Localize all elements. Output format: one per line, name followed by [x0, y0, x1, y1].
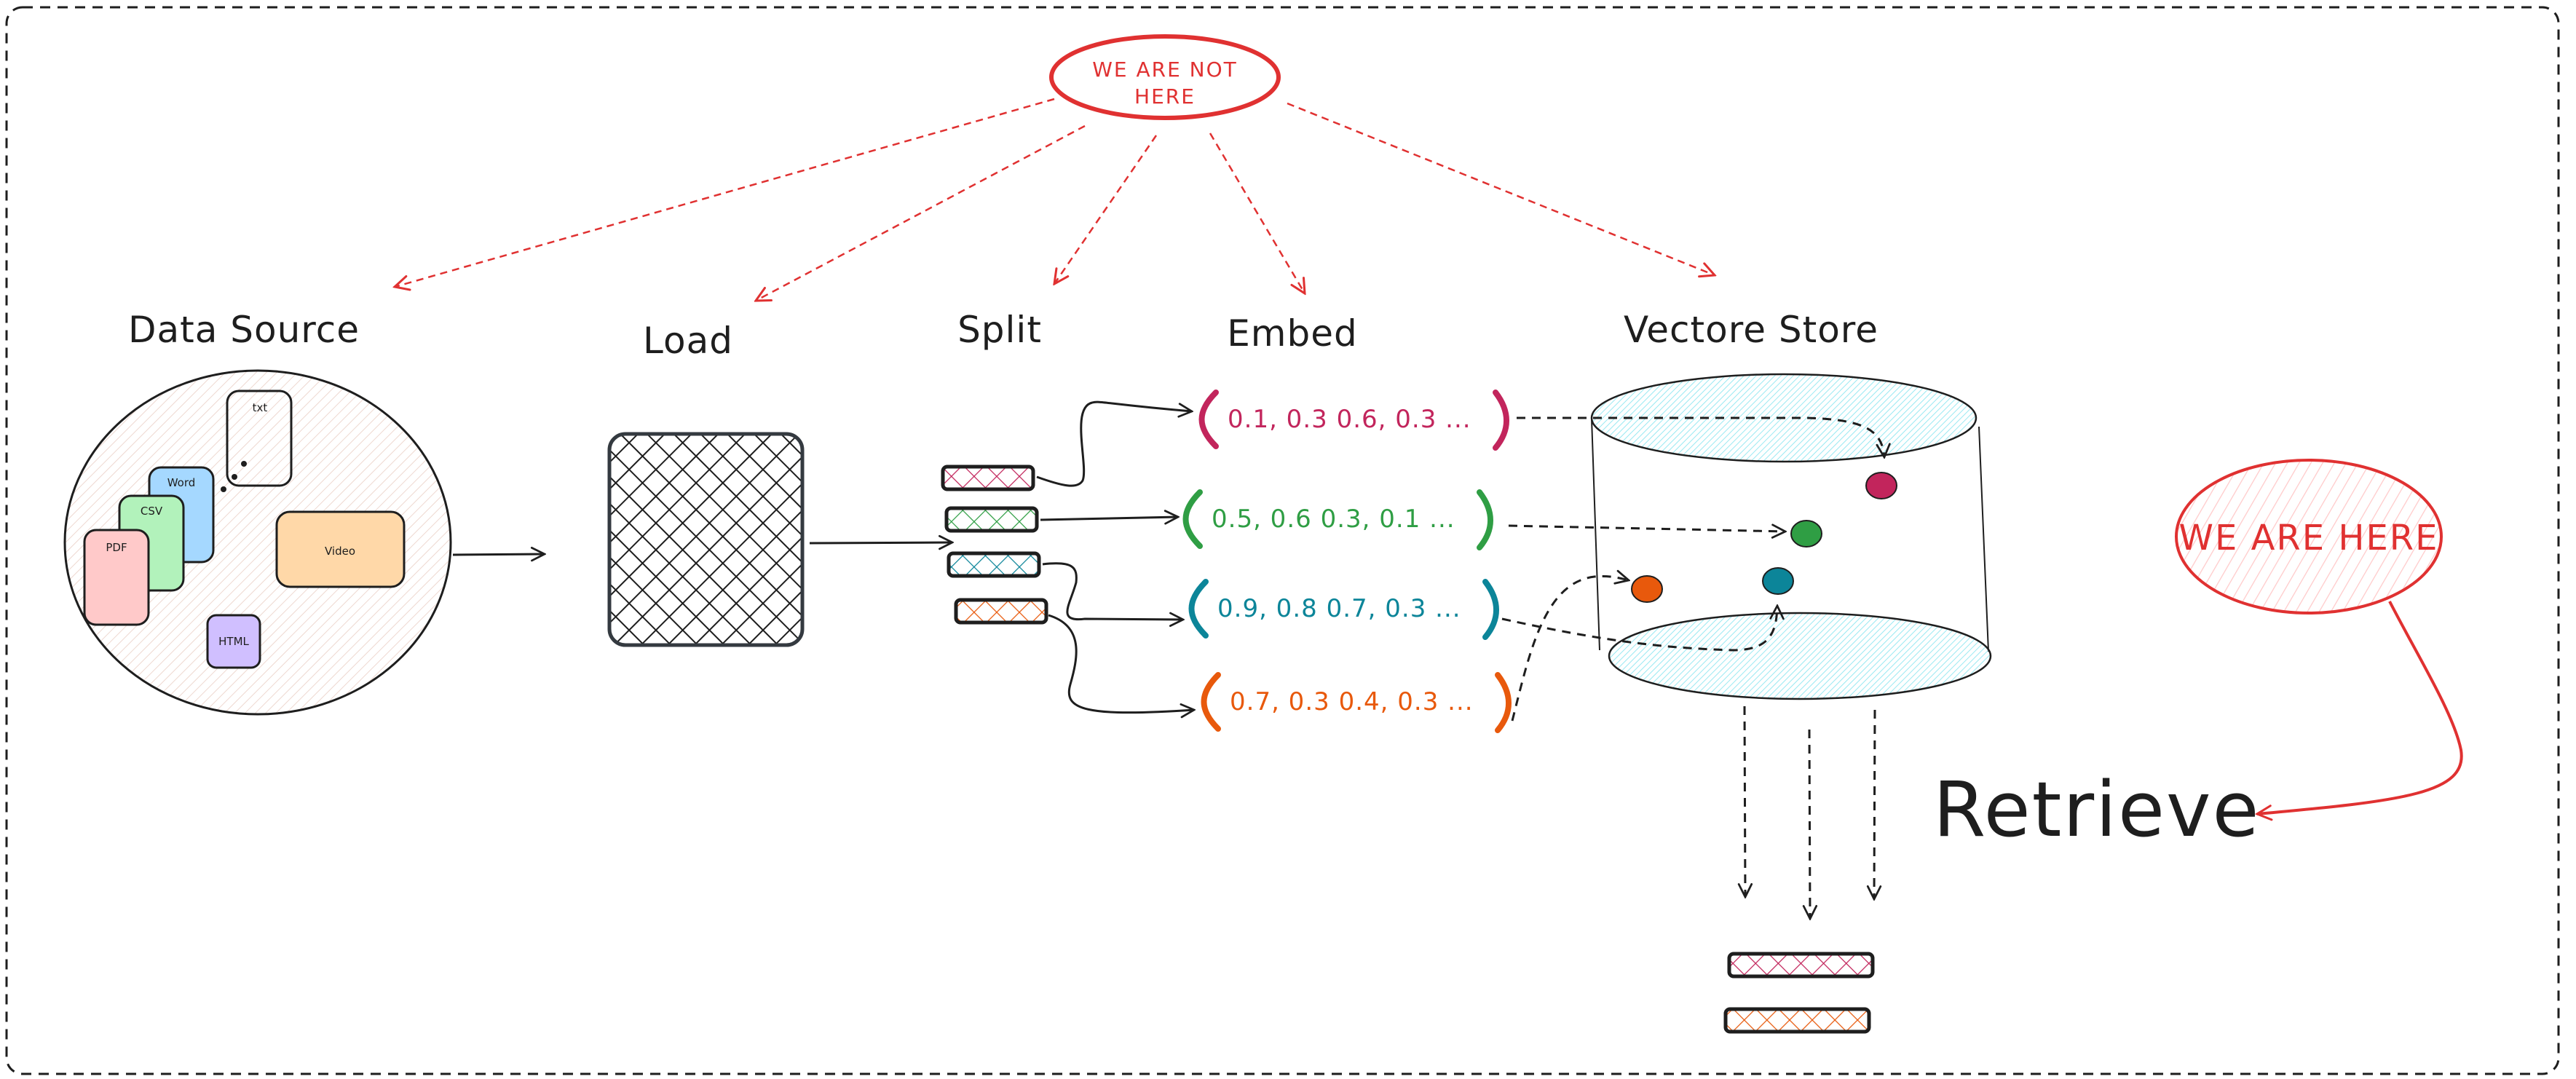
arrow-to-embed: [1209, 133, 1305, 293]
split-chunks: [941, 465, 1048, 625]
embedding-vectors: 0.1, 0.3 0.6, 0.3 ... 0.5, 0.6 0.3, 0.1 .…: [1182, 390, 1512, 733]
video-source-icon: [275, 510, 406, 588]
stage-title-retrieve: Retrieve: [1933, 765, 2261, 854]
embedding-values: 0.7, 0.3 0.4, 0.3 ...: [1230, 687, 1474, 716]
not-here-callout: WE ARE NOT HERE: [1049, 34, 1281, 120]
text-chunk-green: [944, 506, 1039, 533]
txt-label: txt: [253, 401, 268, 414]
arrow-chunk-teal-to-embedding: [1042, 562, 1183, 620]
pdf-label: PDF: [106, 541, 127, 554]
embedding-values: 0.5, 0.6 0.3, 0.1 ...: [1212, 505, 1455, 534]
open-bracket: [1198, 390, 1219, 449]
not-here-arrows: [395, 98, 1715, 301]
here-label: WE ARE HERE: [2179, 518, 2439, 558]
text-chunk-orange: [954, 598, 1048, 625]
close-bracket: [1477, 489, 1493, 550]
pdf-document-icon: [83, 529, 150, 626]
cylinder-bottom: [1608, 612, 1992, 700]
ellipsis-dot: [221, 486, 226, 492]
retrieve-arrow-right: [1874, 709, 1875, 899]
stored-vector-dot-pink: [1865, 472, 1897, 499]
here-callout: WE ARE HERE: [2175, 459, 2443, 614]
stage-title-data-source: Data Source: [128, 309, 360, 351]
arrow-to-split: [1054, 135, 1158, 284]
arrow-pink-embedding-to-store: [1517, 416, 1884, 457]
text-chunk-teal: [947, 551, 1041, 578]
csv-label: CSV: [141, 505, 163, 518]
data-source-circle: [63, 369, 452, 716]
embedding-vector-pink: 0.1, 0.3 0.6, 0.3 ...: [1198, 390, 1509, 451]
outer-frame: [5, 6, 2560, 1075]
text-chunk-pink: [941, 465, 1035, 491]
cylinder-right-side: [1978, 426, 1989, 652]
stage-title-embed: Embed: [1227, 312, 1358, 355]
stage-title-load: Load: [643, 320, 733, 362]
arrow-source-to-load: [452, 554, 545, 555]
arrow-green-embedding-to-store: [1508, 526, 1785, 531]
embed-to-store-arrows: [1501, 416, 1884, 722]
embedding-values: 0.1, 0.3 0.6, 0.3 ...: [1228, 405, 1471, 434]
stage-title-vector-store: Vectore Store: [1624, 309, 1878, 351]
embedding-values: 0.9, 0.8 0.7, 0.3 ...: [1217, 594, 1461, 623]
embedding-vector-teal: 0.9, 0.8 0.7, 0.3 ...: [1188, 579, 1499, 640]
not-here-oval: [1049, 34, 1281, 120]
arrow-chunk-green-to-embedding: [1040, 517, 1178, 520]
open-bracket: [1201, 672, 1221, 732]
arrow-to-load: [756, 125, 1086, 301]
retrieve-arrows: [1745, 706, 1875, 919]
arrow-chunk-orange-to-embedding: [1048, 614, 1194, 713]
arrow-orange-embedding-to-store: [1511, 576, 1629, 722]
video-label: Video: [325, 545, 355, 558]
chunk-to-embed-arrows: [1036, 400, 1194, 713]
arrow-to-vector-store: [1287, 102, 1715, 275]
retrieved-chunks: [1723, 952, 1875, 1034]
open-bracket: [1188, 579, 1209, 639]
ellipsis-dot: [241, 461, 247, 467]
arrow-teal-embedding-to-store: [1501, 606, 1777, 652]
here-oval: [2175, 459, 2443, 614]
data-source-group: txt Word CSV PDF Video HTML: [63, 369, 452, 716]
close-bracket: [1495, 672, 1512, 733]
not-here-line1: WE ARE NOT: [1092, 58, 1238, 82]
arrow-here-to-retrieve: [2257, 601, 2463, 814]
arrow-to-data-source: [395, 98, 1055, 287]
html-label: HTML: [218, 635, 249, 648]
not-here-line2: HERE: [1134, 84, 1196, 108]
stored-vector-dot-green: [1790, 520, 1822, 548]
stage-title-split: Split: [957, 309, 1042, 351]
load-document-block: [607, 432, 805, 647]
retrieved-chunk-pink: [1727, 952, 1875, 979]
close-bracket: [1482, 579, 1499, 640]
stored-vector-dot-teal: [1762, 567, 1794, 595]
embedding-vector-orange: 0.7, 0.3 0.4, 0.3 ...: [1201, 672, 1512, 733]
close-bracket: [1493, 390, 1509, 451]
html-source-icon: [206, 614, 261, 669]
embedding-vector-green: 0.5, 0.6 0.3, 0.1 ...: [1182, 489, 1493, 550]
ellipsis-dot: [232, 474, 237, 480]
word-label: Word: [167, 476, 196, 489]
retrieved-chunk-orange: [1723, 1007, 1871, 1034]
retrieve-arrow-middle: [1809, 729, 1810, 919]
arrow-chunk-pink-to-embedding: [1036, 400, 1192, 487]
txt-document-icon: [226, 390, 293, 487]
arrow-load-to-split: [809, 542, 952, 543]
open-bracket: [1182, 489, 1203, 549]
cylinder-left-side: [1591, 418, 1600, 651]
stored-vector-dots: [1631, 472, 1897, 603]
stored-vector-dot-orange: [1631, 575, 1663, 603]
